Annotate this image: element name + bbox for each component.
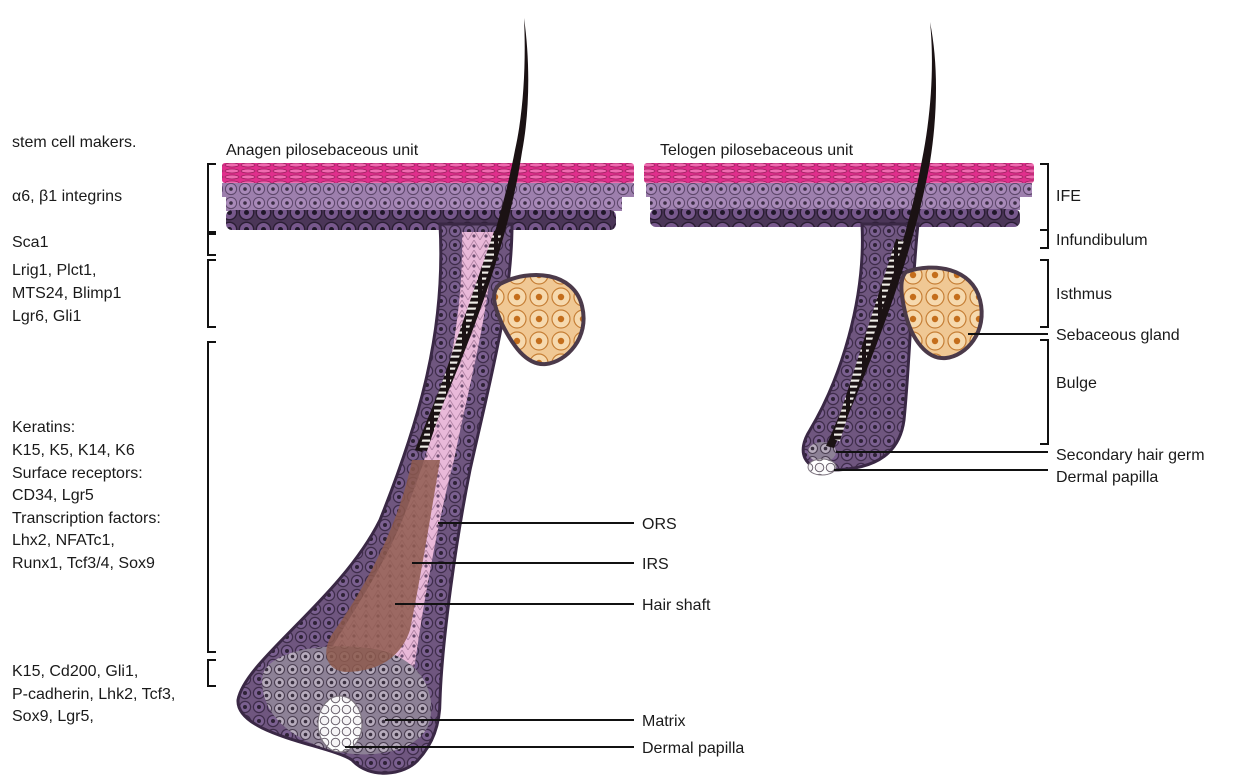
marker-header: stem cell makers.	[12, 134, 136, 151]
marker-isthmus-2: MTS24, Blimp1	[12, 285, 121, 302]
right-brackets	[1040, 164, 1048, 444]
telogen-title: Telogen pilosebaceous unit	[660, 142, 854, 159]
bracket-germ	[208, 660, 216, 686]
region-secondary-germ: Secondary hair germ	[1056, 447, 1205, 464]
label-irs: IRS	[642, 556, 669, 573]
bracket-bulge	[208, 342, 216, 652]
telogen-unit	[644, 22, 1034, 475]
region-isthmus: Isthmus	[1056, 286, 1112, 303]
marker-isthmus-3: Lgr6, Gli1	[12, 308, 81, 325]
region-ife: IFE	[1056, 188, 1081, 205]
marker-isthmus-1: Lrig1, Plct1,	[12, 262, 96, 279]
label-ors: ORS	[642, 516, 677, 533]
anagen-dermal-papilla	[318, 696, 362, 752]
marker-bulge-7: Runx1, Tcf3/4, Sox9	[12, 555, 155, 572]
telogen-sebaceous-gland	[901, 268, 981, 359]
marker-germ-1: K15, Cd200, Gli1,	[12, 663, 138, 680]
anagen-sebaceous-gland	[494, 275, 584, 364]
telogen-epidermis	[644, 163, 1034, 227]
region-labels: IFE Infundibulum Isthmus Sebaceous gland…	[1056, 188, 1205, 486]
marker-germ-3: Sox9, Lgr5,	[12, 708, 94, 725]
marker-bulge-3: Surface receptors:	[12, 465, 143, 482]
anagen-epidermis	[222, 163, 634, 230]
region-infundibulum: Infundibulum	[1056, 232, 1148, 249]
marker-bulge-4: CD34, Lgr5	[12, 487, 94, 504]
bracket-ife-right	[1040, 164, 1048, 230]
anagen-unit	[222, 18, 634, 773]
label-dermal-papilla: Dermal papilla	[642, 740, 744, 757]
bracket-bulge-right	[1040, 340, 1048, 444]
anagen-title: Anagen pilosebaceous unit	[226, 142, 419, 159]
marker-ife: α6, β1 integrins	[12, 188, 122, 205]
bracket-infundibulum-right	[1040, 230, 1048, 248]
region-dermal-papilla: Dermal papilla	[1056, 469, 1158, 486]
marker-labels: stem cell makers. α6, β1 integrins Sca1 …	[12, 134, 175, 725]
bracket-infundibulum	[208, 234, 216, 255]
marker-infundibulum: Sca1	[12, 234, 49, 251]
marker-germ-2: P-cadherin, Lhk2, Tcf3,	[12, 686, 175, 703]
marker-bulge-1: Keratins:	[12, 419, 75, 436]
left-brackets	[208, 164, 216, 686]
telogen-dermal-papilla	[808, 459, 836, 475]
marker-bulge-6: Lhx2, NFATc1,	[12, 532, 115, 549]
marker-bulge-2: K15, K5, K14, K6	[12, 442, 135, 459]
label-matrix: Matrix	[642, 713, 686, 730]
bracket-isthmus-right	[1040, 260, 1048, 327]
label-hair-shaft: Hair shaft	[642, 597, 711, 614]
region-sebaceous: Sebaceous gland	[1056, 327, 1180, 344]
bracket-isthmus	[208, 260, 216, 327]
marker-bulge-5: Transcription factors:	[12, 510, 161, 527]
bracket-ife	[208, 164, 216, 232]
region-bulge: Bulge	[1056, 375, 1097, 392]
